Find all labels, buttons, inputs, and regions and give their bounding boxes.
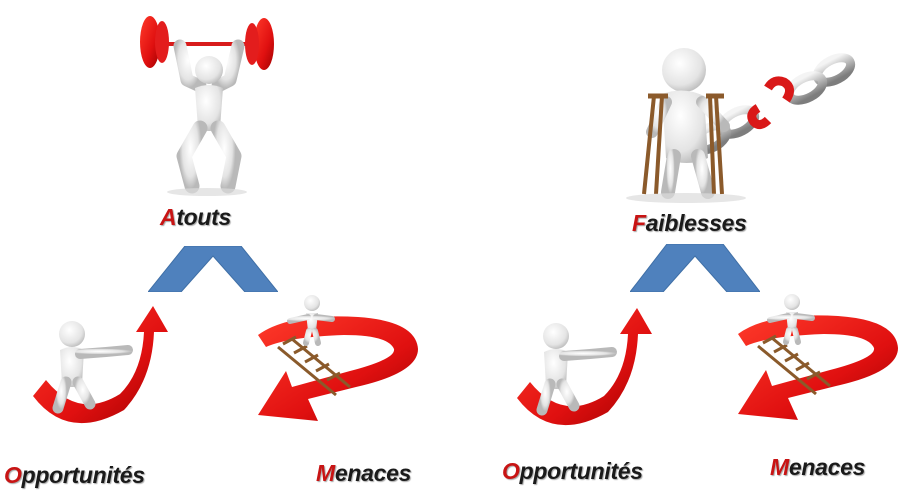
faiblesses-label: Faiblesses [632, 210, 747, 237]
falling-arrow-ladder-icon [248, 295, 428, 435]
faiblesses-rest: aiblesses [645, 210, 747, 236]
weightlifter-icon [132, 8, 282, 198]
menaces-label-left: Menaces [316, 460, 411, 487]
opportunites-initial-right: O [502, 458, 520, 484]
menaces-initial-right: M [770, 454, 789, 480]
right-chevron-shape [628, 243, 762, 297]
atouts-initial: A [160, 204, 177, 230]
opportunites-rest-right: pportunités [519, 458, 644, 484]
opportunites-rest-left: pportunités [21, 462, 146, 488]
atouts-label: Atouts [160, 204, 231, 231]
menaces-rest-right: enaces [788, 454, 866, 480]
rising-arrow-figure-icon [512, 294, 672, 444]
faiblesses-initial: F [632, 210, 646, 236]
left-chevron-shape [146, 245, 280, 297]
atouts-rest: touts [176, 204, 232, 230]
broken-chain-crutches-icon [598, 8, 856, 208]
menaces-initial-left: M [316, 460, 335, 486]
rising-arrow-figure-icon [28, 292, 188, 442]
menaces-rest-left: enaces [334, 460, 412, 486]
opportunites-label-right: Opportunités [502, 458, 643, 485]
menaces-label-right: Menaces [770, 454, 865, 481]
opportunites-initial-left: O [4, 462, 22, 488]
opportunites-label-left: Opportunités [4, 462, 145, 489]
falling-arrow-ladder-icon [728, 294, 908, 434]
